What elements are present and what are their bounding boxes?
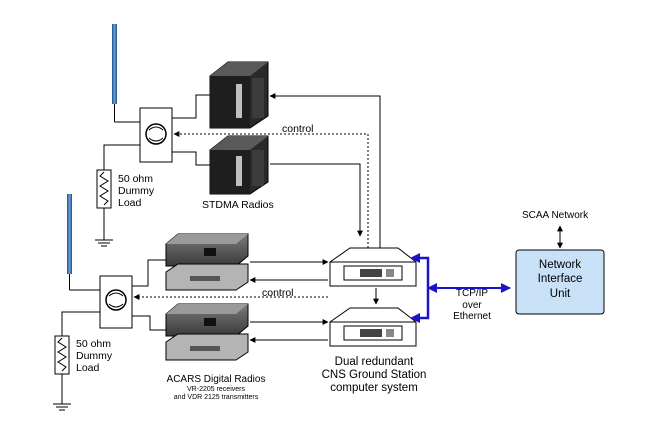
ground-station-unit-1 [329,247,417,287]
control-label-top: control [282,123,314,135]
dummy-load-top [95,144,140,247]
stdma-radio-2 [209,135,269,195]
bottom-antenna [67,194,100,291]
coupler-to-acars-2 [132,315,166,331]
ground-station-unit-2 [329,307,417,347]
acars-subtitle-1: VR-2205 receivers [187,386,245,393]
stdma-radios-label: STDMA Radios [202,199,274,211]
control-line-top [173,131,369,248]
acars-subtitle-2: and VDR 2125 transmitters [173,394,259,401]
network-interface-unit-box [515,249,605,315]
top-coupler [139,107,173,163]
stdma1-link [269,93,381,248]
stdma2-link [270,163,363,237]
tcpip-label: TCP/IP over Ethernet [453,288,491,322]
ground-station-label: Dual redundant CNS Ground Station comput… [321,356,427,395]
coupler-to-stdma-2 [172,151,210,166]
network-interface-unit-label: Network Interface Unit [537,259,583,300]
dummy-load-top-label: 50 ohm Dummy Load [118,173,155,210]
top-antenna [112,24,140,123]
control-label-bottom: control [262,287,294,299]
acars-radio-2 [165,263,249,291]
bottom-coupler [99,275,133,329]
coupler-to-acars-1 [132,259,166,287]
stdma-radio-1 [209,61,269,129]
acars-radio-1 [165,233,249,267]
dummy-load-bottom-label: 50 ohm Dummy Load [76,338,113,375]
acars-radio-3 [165,303,249,337]
acars-title: ACARS Digital Radios [166,374,266,385]
scaa-network-label: SCAA Network [522,210,589,221]
dummy-load-bottom [53,311,100,411]
acars-radio-4 [165,333,249,361]
coupler-to-stdma-1 [172,94,210,119]
ethernet-link [410,253,511,323]
